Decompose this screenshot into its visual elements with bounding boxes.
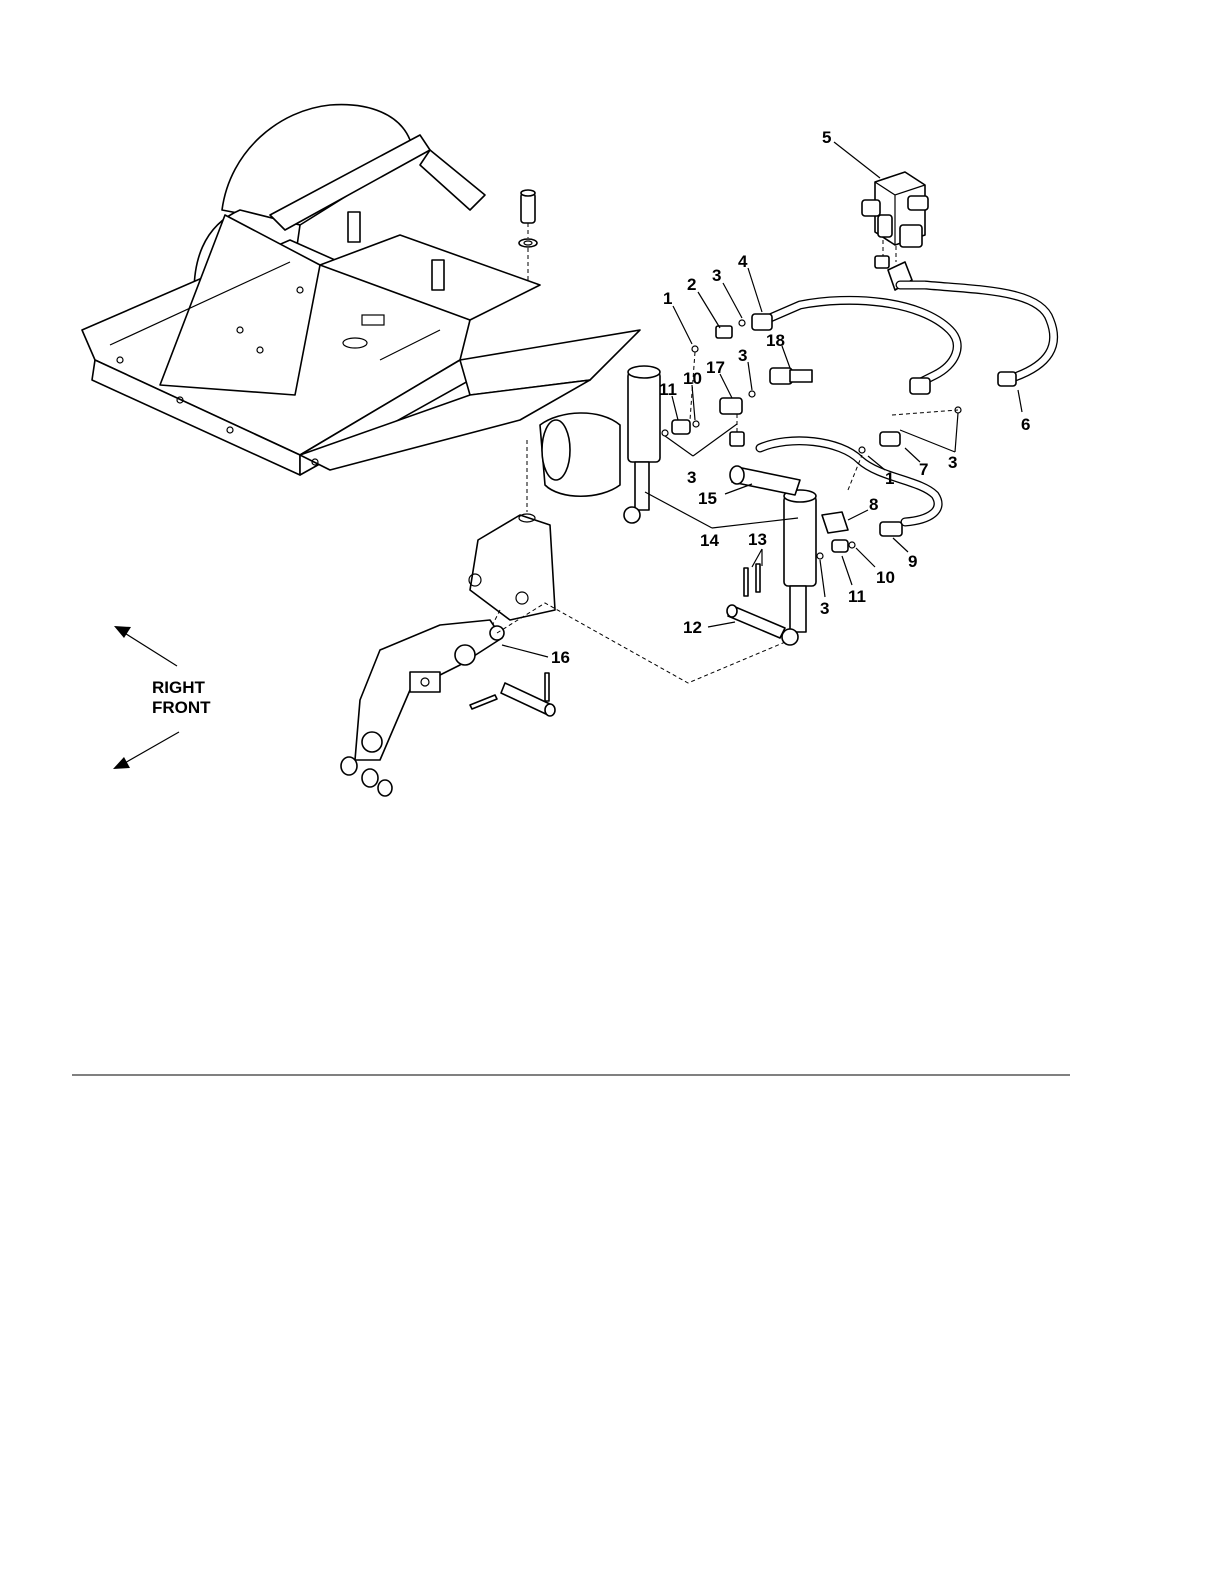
- callout-1: 1: [885, 469, 894, 488]
- callout-7: 7: [919, 460, 928, 479]
- callout-12: 12: [683, 618, 702, 637]
- hydraulic-cylinder-left: [624, 366, 660, 523]
- callout-5: 5: [822, 128, 831, 147]
- callout-6: 6: [1021, 415, 1030, 434]
- valve-block: [862, 172, 928, 290]
- callout-9: 9: [908, 552, 917, 571]
- callout-4: 4: [738, 252, 748, 271]
- callout-3: 3: [948, 453, 957, 472]
- callout-3: 3: [738, 346, 747, 365]
- callout-8: 8: [869, 495, 878, 514]
- arm-pins: [470, 673, 555, 716]
- arrow-down-left-icon: [113, 757, 130, 769]
- callout-1: 1: [663, 289, 672, 308]
- callout-11: 11: [848, 587, 866, 606]
- pivot-pin-12: [727, 564, 785, 638]
- chassis-frame: [82, 105, 640, 497]
- callout-3: 3: [820, 599, 829, 618]
- callout-14: 14: [700, 531, 719, 550]
- frame-bolt: [519, 190, 537, 280]
- leader-lines: [502, 142, 1022, 657]
- arrow-up-left-icon: [114, 626, 131, 638]
- lift-arm: [341, 620, 504, 796]
- callout-15: 15: [698, 489, 717, 508]
- callout-10: 10: [876, 568, 895, 587]
- direction-indicator: RIGHT FRONT: [113, 626, 211, 769]
- callout-10: 10: [683, 369, 702, 388]
- callout-16: 16: [551, 648, 570, 667]
- callout-13: 13: [748, 530, 767, 549]
- hydraulic-cylinder-right: [782, 490, 816, 645]
- callout-2: 2: [687, 275, 696, 294]
- direction-label-right: RIGHT: [152, 678, 206, 697]
- callout-11: 11: [659, 380, 677, 399]
- callout-3: 3: [712, 266, 721, 285]
- callout-3: 3: [687, 468, 696, 487]
- callout-17: 17: [706, 358, 725, 377]
- callout-18: 18: [766, 331, 785, 350]
- direction-label-front: FRONT: [152, 698, 211, 717]
